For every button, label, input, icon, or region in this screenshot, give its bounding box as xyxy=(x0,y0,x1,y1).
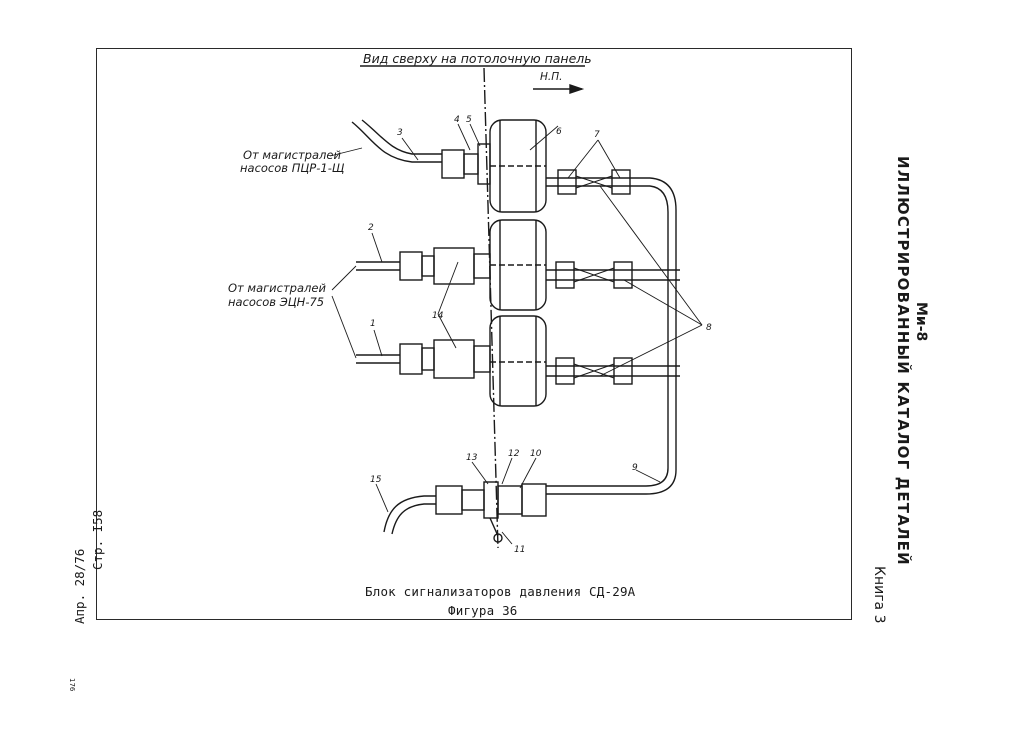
callout-5: 5 xyxy=(466,115,472,125)
callout-6: 6 xyxy=(556,127,562,137)
callout-8: 8 xyxy=(706,323,712,333)
figure-caption-title: Блок сигнализаторов давления СД-29А xyxy=(365,584,636,599)
callout-7: 7 xyxy=(594,130,600,140)
pipe-1 xyxy=(356,339,491,379)
pressure-switch-top xyxy=(489,119,547,213)
pipe-9-inner xyxy=(546,185,669,487)
source-pcr-line2: насосов ПЦР-1-Щ xyxy=(240,161,345,175)
callout-11: 11 xyxy=(514,545,525,555)
callout-3: 3 xyxy=(397,128,403,138)
source-pcr-line1: От магистралей xyxy=(243,148,341,162)
page-date: Апр. 28/76 xyxy=(72,548,87,624)
callout-10: 10 xyxy=(530,449,542,459)
callout-12: 12 xyxy=(508,449,520,459)
pipe-9 xyxy=(546,177,677,495)
fittings-middle xyxy=(546,261,680,289)
callout-13: 13 xyxy=(466,453,478,463)
panel-line xyxy=(483,67,499,549)
pipe-2 xyxy=(356,247,491,285)
callout-4: 4 xyxy=(454,115,460,125)
drawing-frame xyxy=(96,48,852,620)
direction-arrowhead xyxy=(569,84,585,94)
callout-2: 2 xyxy=(368,223,374,233)
source-ecn-line1: От магистралей xyxy=(228,281,326,295)
view-label: Вид сверху на потолочную панель xyxy=(363,51,592,66)
source-ecn-line2: насосов ЭЦН-75 xyxy=(228,295,324,309)
book-number: Книга 3 xyxy=(871,566,887,624)
page-number: Стр. I58 xyxy=(90,509,105,570)
catalog-title: ИЛЛЮСТРИРОВАННЫЙ КАТАЛОГ ДЕТАЛЕЙ xyxy=(894,156,912,566)
pipe-3 xyxy=(351,119,491,185)
figure-number: Фигура 36 xyxy=(448,603,518,618)
fittings-top xyxy=(546,169,650,195)
callout-1: 1 xyxy=(370,319,376,329)
lower-assembly xyxy=(383,481,547,543)
fittings-bottom xyxy=(546,357,680,385)
pressure-switch-bottom xyxy=(489,315,547,407)
callout-15: 15 xyxy=(370,475,382,485)
callout-9: 9 xyxy=(632,463,638,473)
callout-14: 14 xyxy=(432,311,444,321)
aircraft-model: Ми-8 xyxy=(913,302,929,342)
direction-label: Н.П. xyxy=(540,71,562,83)
sheet-number: 176 xyxy=(68,678,76,692)
pressure-switch-middle xyxy=(489,219,547,311)
